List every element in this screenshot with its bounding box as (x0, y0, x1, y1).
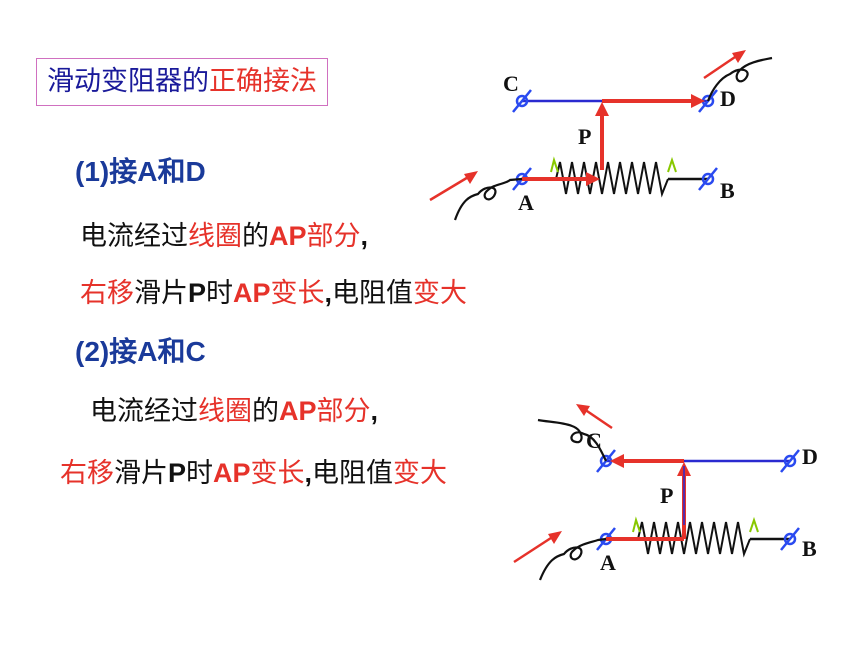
label-b: B (802, 536, 817, 561)
label-p: P (660, 483, 673, 508)
terminal-b (780, 527, 800, 551)
current-out-arrow (576, 404, 613, 430)
title-part1: 滑动变阻器的 (47, 66, 209, 97)
label-a: A (600, 550, 616, 575)
label-d: D (802, 444, 818, 469)
coil-end-left (632, 516, 641, 533)
current-out-arrow (703, 50, 746, 80)
section2-line2: 右移滑片P时AP变长,电阻值变大 (60, 458, 448, 489)
resistance-coil (637, 521, 751, 558)
current-path (522, 94, 705, 186)
label-c: C (503, 71, 519, 96)
section2-heading: (2)接A和C (75, 336, 206, 367)
section1-line1: 电流经过线圈的AP部分, (80, 221, 369, 252)
coil-end-right (749, 516, 759, 533)
title-part2: 正确接法 (209, 66, 317, 97)
lead-wire-c (537, 418, 607, 462)
section1-line2: 右移滑片P时AP变长,电阻值变大 (80, 278, 468, 309)
current-in-arrow (429, 171, 478, 202)
section1-heading: (1)接A和D (75, 156, 206, 187)
resistance-coil (555, 161, 669, 198)
terminal-d (780, 449, 800, 473)
lead-wire-a (538, 537, 607, 581)
label-p: P (578, 124, 591, 149)
label-c: C (586, 428, 602, 453)
label-b: B (720, 178, 735, 203)
page-title: 滑动变阻器的正确接法 (36, 58, 328, 106)
label-d: D (720, 86, 736, 111)
label-a: A (518, 190, 534, 215)
lead-wire-a (453, 177, 523, 221)
coil-end-right (667, 156, 677, 173)
current-in-arrow (513, 531, 562, 564)
coil-end-left (550, 156, 559, 173)
terminal-b (698, 167, 718, 191)
terminal-c (512, 89, 532, 113)
section2-line1: 电流经过线圈的AP部分, (90, 396, 379, 427)
lead-wire-d (706, 56, 773, 102)
